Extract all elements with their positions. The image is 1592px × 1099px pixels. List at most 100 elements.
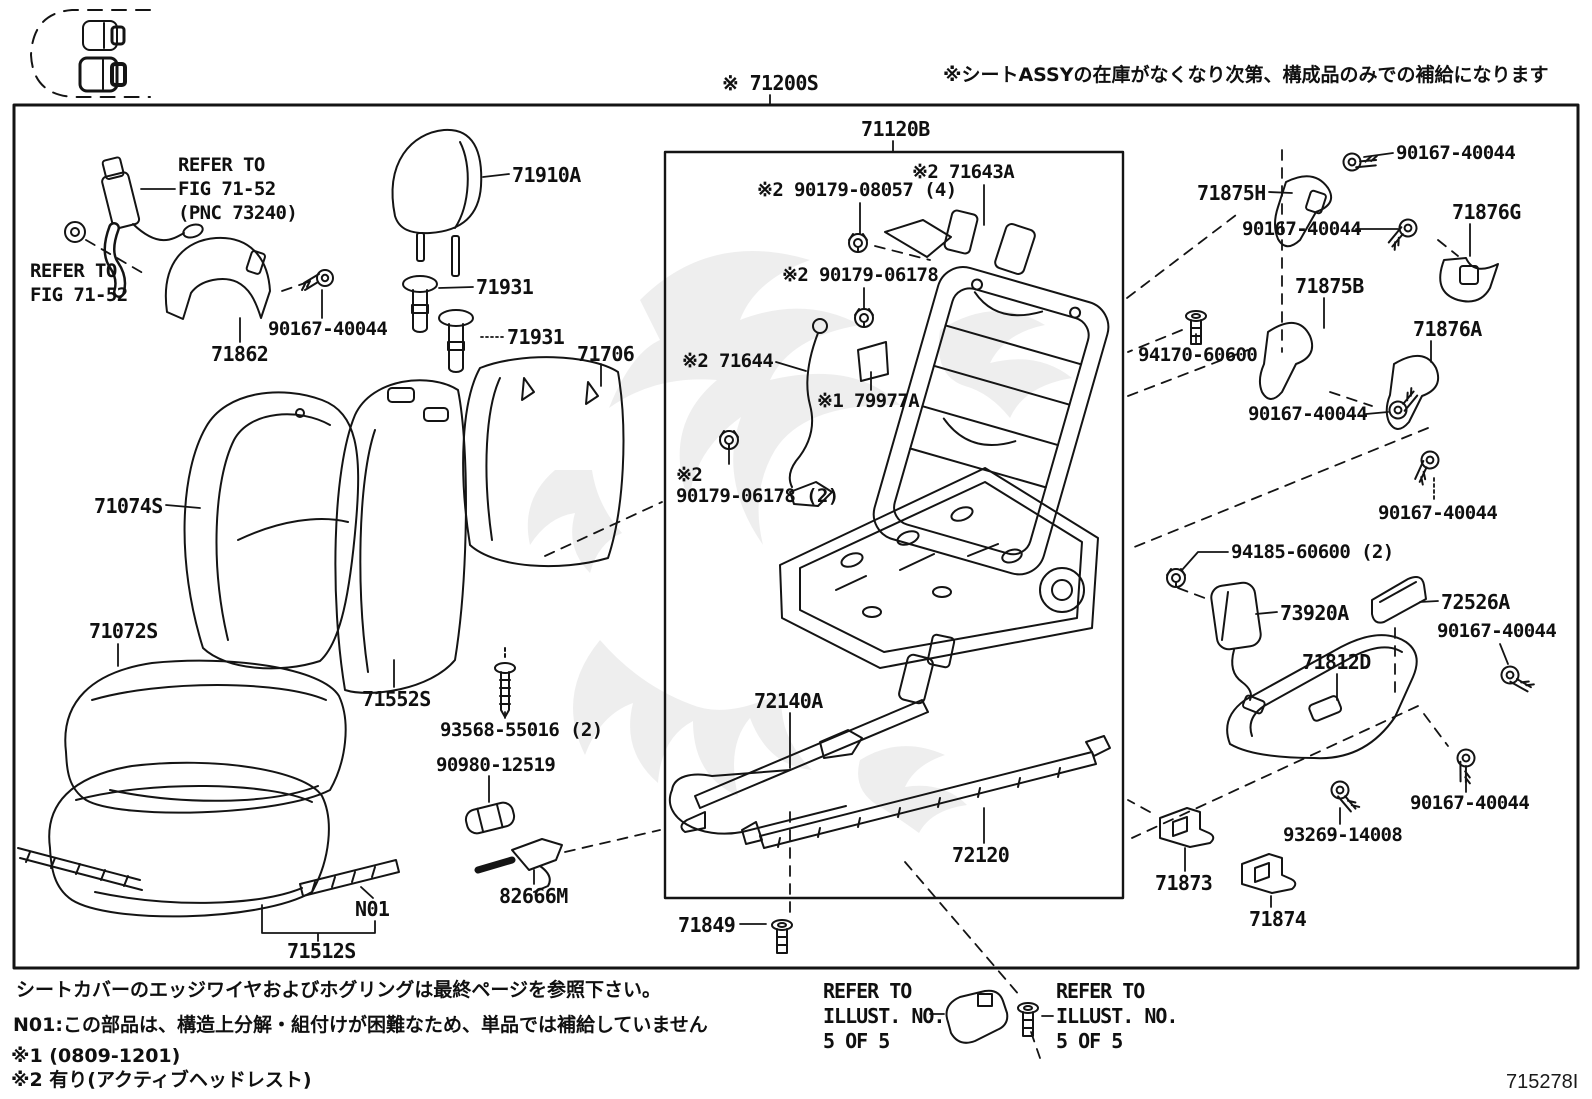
part-label-71874: 71874 (1249, 907, 1307, 931)
availability-note: ※シートASSYの在庫がなくなり次第、構成品のみでの補給になります (943, 64, 1549, 86)
part-label-71873: 71873 (1155, 871, 1213, 895)
part-label-71931: 71931 (476, 275, 534, 299)
part-label-90167-40044: 90167-40044 (1437, 620, 1557, 642)
part-label-90167-40044: 90167-40044 (1248, 403, 1368, 425)
bracket-leaders (261, 886, 376, 942)
car-position-icon (30, 9, 151, 98)
clip-90980-drawing (464, 801, 516, 835)
slide-rail-N01-drawing (299, 859, 400, 897)
part-label-90179-08057: ※2 90179-08057 (4) (757, 179, 957, 201)
part-label-90167-40044: 90167-40044 (268, 318, 388, 340)
part-label-71120B: 71120B (861, 117, 930, 141)
leader-lines (117, 94, 1509, 1017)
cover-71875H-drawing (1274, 175, 1332, 248)
recliner-cable-71644-drawing (788, 318, 833, 507)
part-label-71875H: 71875H (1197, 181, 1266, 205)
seat-belt-buckle-drawing (101, 156, 204, 298)
cover-72526A-drawing (1371, 576, 1427, 624)
part-label-71512S: 71512S (287, 939, 356, 963)
part-label-90167-40044: 90167-40044 (1410, 792, 1530, 814)
part-label-71552S: 71552S (362, 687, 431, 711)
part-label-71876G: 71876G (1452, 200, 1521, 224)
part-label-72526A: 72526A (1441, 590, 1510, 614)
footnote-seat-cover: シートカバーのエッジワイヤおよびホグリングは最終ページを参照下さい。 (16, 979, 662, 1001)
part-label-N01: N01 (355, 897, 390, 921)
part-label-71200S: ※ 71200S (722, 71, 819, 95)
part-label-71706: 71706 (577, 342, 635, 366)
drawing-id: 715278I (1506, 1071, 1579, 1093)
headrest-71910A-drawing (391, 128, 483, 277)
front-seat-icon (78, 56, 127, 93)
part-label-79977A: ※1 79977A (817, 390, 920, 412)
lock-wire-drawing (668, 769, 847, 835)
part-label-71910A: 71910A (512, 163, 581, 187)
part-label-71072S: 71072S (89, 619, 158, 643)
part-label-72140A: 72140A (754, 689, 823, 713)
seat-cushion-cover-71072S-drawing (64, 659, 347, 814)
seat-back-cover-71552S-drawing (334, 379, 467, 694)
refer-fig-note-line1: REFER TO (178, 154, 265, 176)
headrest-support-bracket-71643A-drawing (884, 209, 1036, 275)
seat-frame-assembly-drawing (668, 209, 1111, 849)
footnote-x2: ※2 有り(アクティブヘッドレスト) (11, 1069, 312, 1091)
part-label-90167-40044: 90167-40044 (1396, 142, 1516, 164)
cushion-wire-drawing (17, 847, 143, 891)
refer-fig-note-line3: (PNC 73240) (178, 202, 298, 224)
clip-82666M-drawing (474, 838, 563, 893)
part-label-72120: 72120 (952, 843, 1010, 867)
cover-71876G-drawing (1439, 257, 1499, 303)
main-border (12, 103, 1580, 970)
headrest-support-71931-drawing (402, 275, 474, 373)
slide-rail-72140A-drawing (680, 653, 934, 833)
refer-illust-note2-line3: 5 OF 5 (1056, 1029, 1123, 1053)
part-label-71849: 71849 (678, 913, 736, 937)
screw-90167-drawing (301, 269, 334, 291)
part-label-90179-06178: ※2 90179-06178 (782, 264, 939, 286)
refer-illust-note-line2: ILLUST. NO. (823, 1004, 945, 1028)
part-label-71931: 71931 (507, 325, 565, 349)
cover-71875B-drawing (1258, 322, 1314, 400)
part-label-82666M: 82666M (499, 884, 568, 908)
part-label-71875B: 71875B (1295, 274, 1364, 298)
part-label-94185-60600: 94185-60600 (2) (1231, 541, 1394, 563)
anchor-bolt-drawing (64, 221, 86, 243)
part-label-71074S: 71074S (94, 494, 163, 518)
seat-cushion-cover-71512S-drawing (48, 761, 330, 918)
refer-fig-note2-line1: REFER TO (30, 260, 117, 282)
footnote-N01: N01:この部品は、構造上分解・組付けが困難なため、単品では補給していません (13, 1014, 708, 1036)
part-label-90980-12519: 90980-12519 (436, 754, 556, 776)
screw-93568-drawing (494, 647, 516, 718)
assembly-71120B-box (663, 150, 1125, 900)
refer-fig-note2-line2: FIG 71-52 (30, 284, 128, 306)
refer-illust-note-line1: REFER TO (823, 979, 912, 1003)
part-label-93568-55016: 93568-55016 (2) (440, 719, 603, 741)
part-label-71876A: 71876A (1413, 317, 1482, 341)
refer-illust-note2-line2: ILLUST. NO. (1056, 1004, 1178, 1028)
part-label-71644: ※2 71644 (682, 350, 774, 372)
refer-illust-note-line3: 5 OF 5 (823, 1029, 890, 1053)
slide-rail-72120-drawing (741, 735, 1111, 849)
part-label-90179-06178-2-prefix: ※2 (676, 464, 703, 486)
footnote-x1: ※1 (0809-1201) (11, 1045, 181, 1067)
bracket-71873-drawing (1159, 807, 1215, 848)
part-label-93269-14008: 93269-14008 (1283, 824, 1403, 846)
seat-back-cover-71074S-drawing (183, 391, 360, 670)
anchor-cover-drawing (945, 989, 1009, 1044)
part-label-73920A: 73920A (1280, 601, 1349, 625)
part-label-71862: 71862 (211, 342, 269, 366)
refer-illust-note2-line1: REFER TO (1056, 979, 1145, 1003)
part-label-90179-06178-2: 90179-06178 (2) (676, 485, 839, 507)
part-label-90167-40044: 90167-40044 (1242, 218, 1362, 240)
part-label-94170-60600: 94170-60600 (1138, 344, 1258, 366)
part-label-71812D: 71812D (1302, 650, 1371, 674)
pad-79977A-drawing (857, 341, 889, 382)
part-label-90167-40044: 90167-40044 (1378, 502, 1498, 524)
dashed-leader-lines (85, 149, 1459, 1059)
shield-71812D-drawing (1226, 634, 1418, 760)
bracket-71874-drawing (1241, 853, 1297, 894)
belt-guide-71862-drawing (164, 236, 271, 320)
front-seat-icon (82, 20, 126, 51)
part-label-71643A: ※2 71643A (912, 161, 1015, 183)
seat-back-cover-71706-drawing (462, 356, 625, 568)
